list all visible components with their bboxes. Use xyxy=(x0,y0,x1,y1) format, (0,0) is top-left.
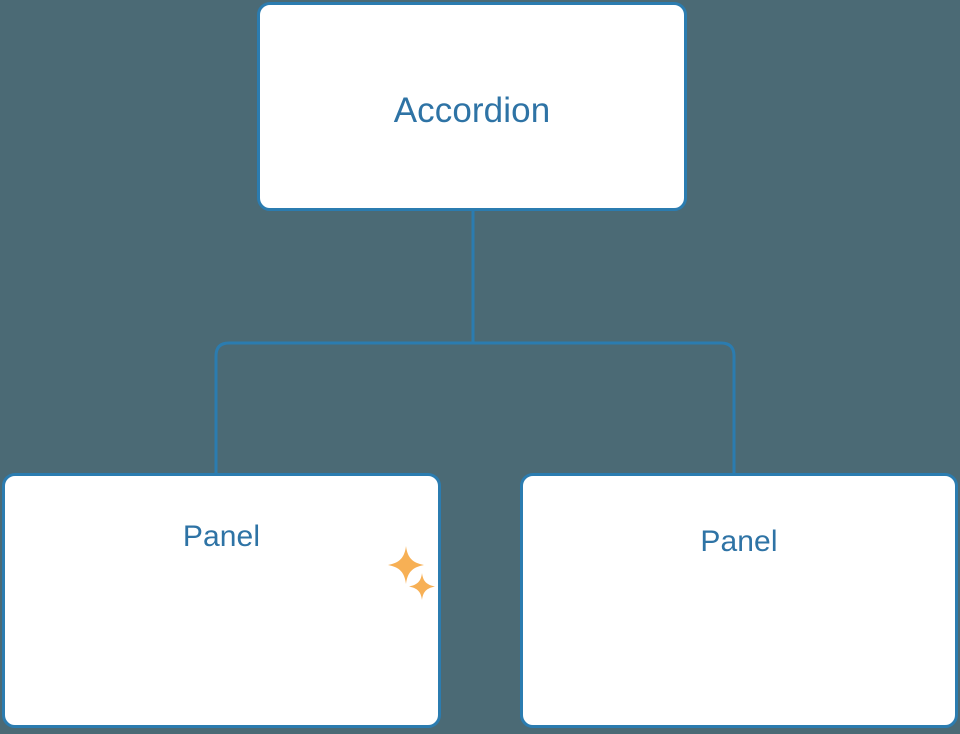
tree-node-accordion[interactable]: Accordion xyxy=(257,2,687,211)
node-title-panel-inactive: Panel xyxy=(700,525,778,558)
connector-rail-right xyxy=(473,341,736,475)
connector-rail-left xyxy=(214,341,473,475)
node-title-panel-active: Panel xyxy=(182,520,261,553)
tree-node-panel-inactive[interactable]: Panel xyxy=(520,473,958,728)
node-title-accordion: Accordion xyxy=(393,91,551,130)
tree-node-panel-active[interactable]: Panel xyxy=(2,473,441,728)
